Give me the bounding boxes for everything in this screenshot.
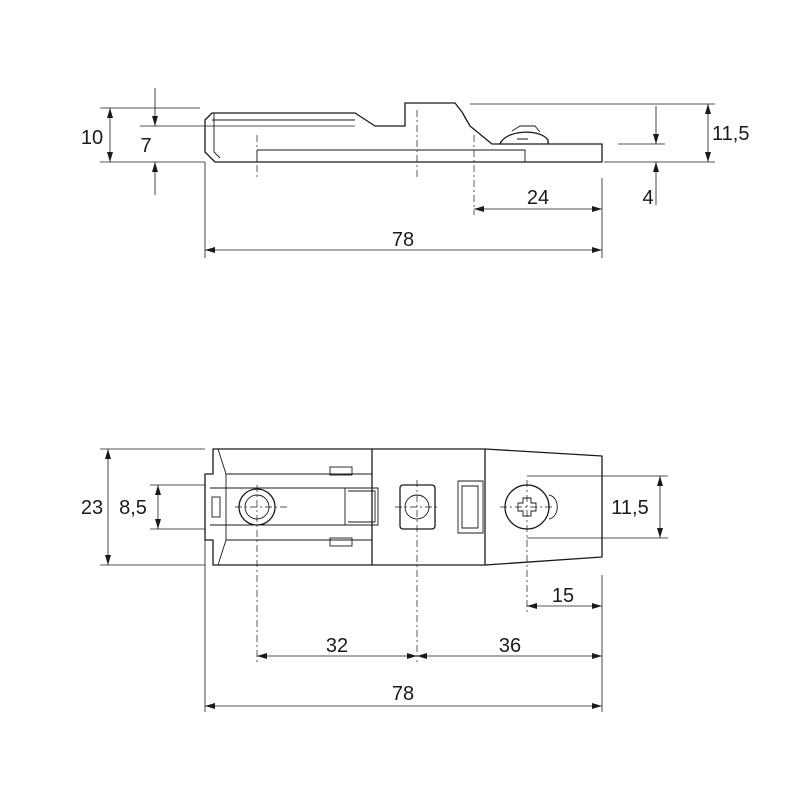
dim-side-height-foot: 4 [642, 187, 653, 209]
dim-side-length: 78 [392, 229, 414, 251]
top-view-clip-top [329, 466, 353, 476]
top-view-left-inner [210, 487, 346, 526]
top-view-left-channel [217, 448, 372, 566]
top-view-body [204, 448, 373, 566]
top-view-tapered-end [484, 448, 603, 566]
side-view-inner-edge [212, 113, 355, 159]
dim-top-width-right: 11,5 [611, 497, 648, 519]
dim-top-width-total: 23 [81, 497, 103, 519]
side-view-screw-head [499, 131, 549, 145]
dim-top-holes-1: 32 [326, 635, 348, 657]
dim-top-length: 78 [392, 683, 414, 705]
dim-side-height-inner: 7 [140, 135, 151, 157]
top-view: 23 8,5 11,5 15 32 36 78 [81, 448, 668, 712]
top-view-left-tab [211, 496, 221, 518]
dim-top-width-slot: 8,5 [119, 497, 147, 519]
side-view: 10 7 11,5 4 24 78 [81, 88, 749, 258]
dim-side-offset-right: 24 [527, 187, 549, 209]
side-view-rail [256, 149, 526, 162]
screw-slot-rim [548, 494, 558, 520]
top-view-clip-bottom [329, 537, 353, 547]
side-view-screw-detail [511, 125, 541, 140]
dim-top-holes-2: 36 [499, 635, 521, 657]
screw-cross [517, 497, 537, 517]
top-view-middle [371, 448, 486, 566]
dim-side-height-total: 10 [81, 127, 103, 149]
dim-side-height-right: 11,5 [712, 123, 749, 145]
side-view-body [204, 102, 603, 163]
top-view-bracket [457, 480, 484, 534]
top-view-slider [345, 487, 379, 526]
dim-top-screw-edge: 15 [552, 585, 574, 607]
